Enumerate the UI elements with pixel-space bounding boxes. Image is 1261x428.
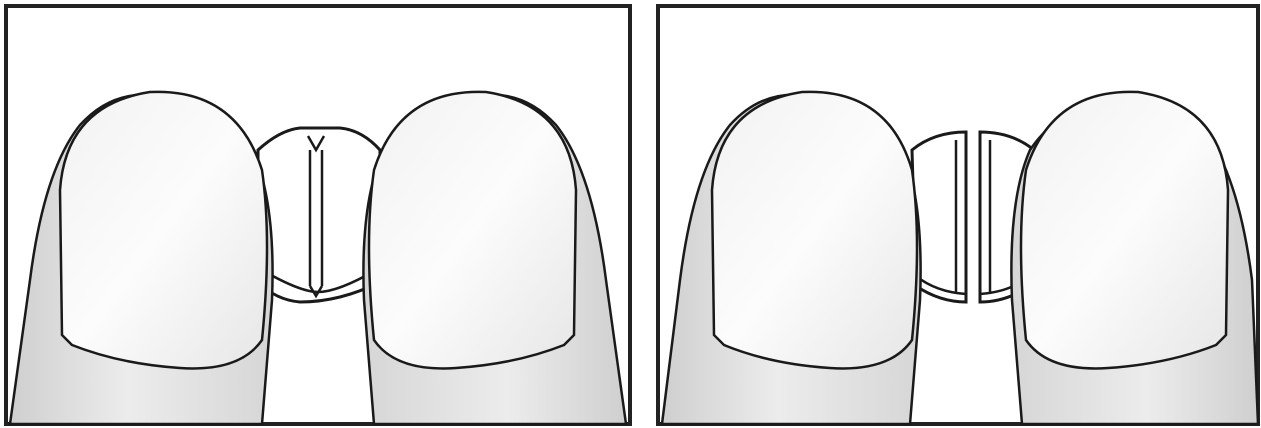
tablet-body — [258, 128, 380, 302]
right-thumbnail — [369, 92, 576, 369]
left-thumbnail — [60, 92, 267, 369]
panel-whole-tablet — [6, 6, 630, 424]
tablet-whole — [258, 128, 380, 302]
left-thumbnail — [712, 92, 917, 369]
panel-split-tablet — [658, 6, 1258, 424]
right-thumbnail — [1021, 92, 1228, 369]
